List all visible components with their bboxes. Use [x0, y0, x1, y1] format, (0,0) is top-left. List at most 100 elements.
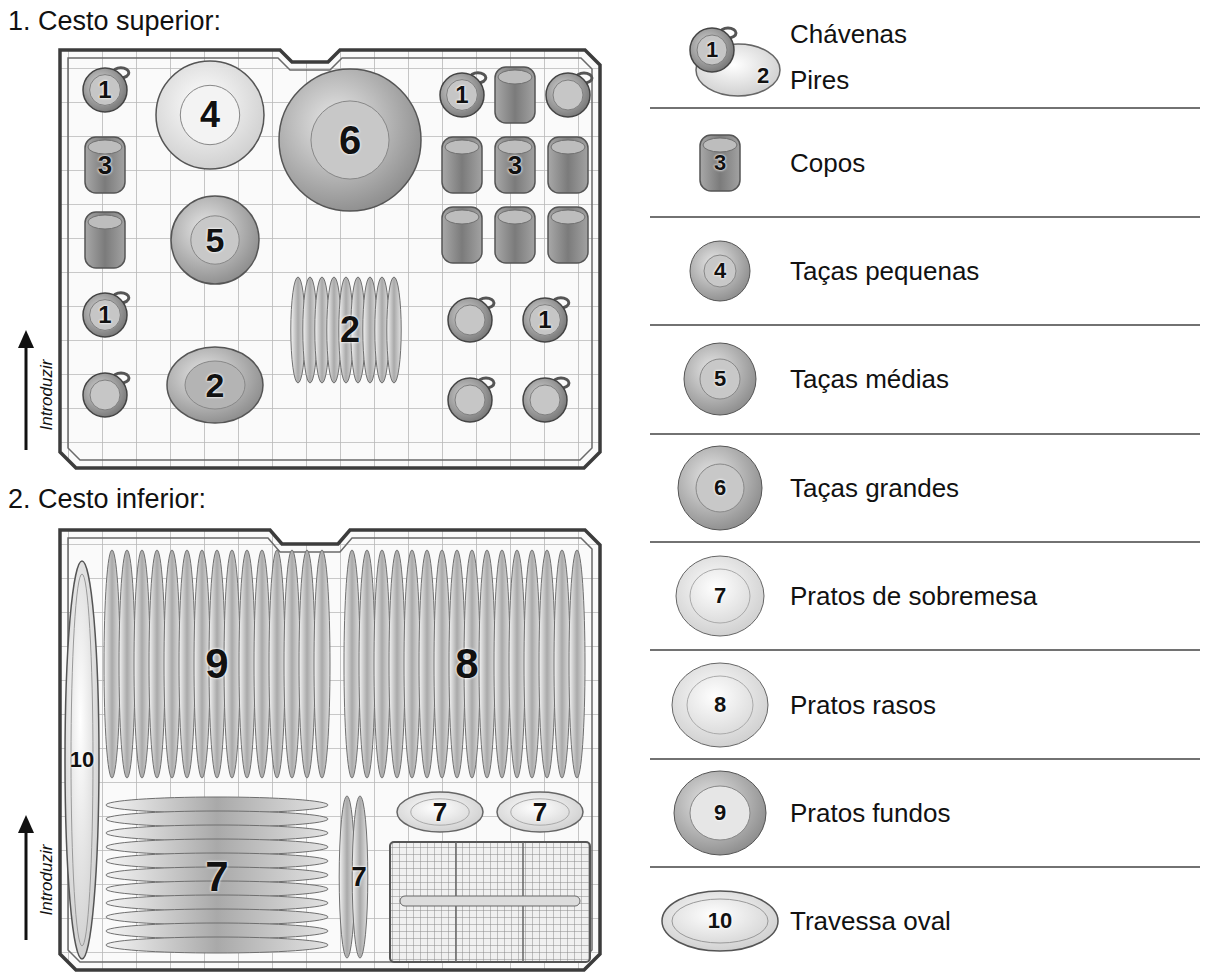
plate-edge: [374, 550, 390, 778]
callout-number: 6: [339, 120, 361, 160]
cup: 1: [434, 67, 490, 123]
platter-icon: [662, 891, 778, 951]
legend-entry: Pratos fundos: [790, 799, 950, 828]
callout-number: 4: [714, 260, 726, 282]
saucer: 2: [165, 345, 265, 425]
legend-entry: Travessa oval: [790, 907, 951, 936]
plate-edge: [314, 550, 330, 778]
bowl-inner: [180, 85, 239, 144]
bowl-inner: [704, 255, 736, 287]
medium-bowl: 5: [169, 194, 261, 286]
cutlery-basket: [390, 842, 590, 962]
small-bowl: 4: [154, 59, 266, 171]
cup: 1: [77, 62, 133, 118]
saucer-rack: 2: [290, 275, 410, 385]
basket-frame: [60, 50, 600, 468]
plate-edge: [106, 937, 328, 953]
legend-entry: Taças pequenas: [790, 257, 979, 286]
callout-number: 7: [533, 799, 547, 825]
callout-number: 8: [714, 694, 726, 716]
basket-frame: [60, 530, 600, 970]
callout-number: 6: [714, 477, 726, 499]
callout-number: 1: [538, 308, 551, 332]
glass: [442, 137, 482, 193]
bowl-body: [279, 69, 421, 211]
plate-edge: [149, 550, 165, 778]
legend-entry: Pratos rasos: [790, 691, 936, 720]
dessert-plates: 7: [104, 797, 330, 957]
cup-body: [523, 298, 567, 342]
bowl-inner: [311, 101, 389, 179]
callout-number: 4: [200, 97, 220, 133]
basket-rail: [68, 538, 592, 962]
glass: [442, 207, 482, 263]
bowl-icon: [690, 241, 750, 301]
insert-arrow: [25, 830, 28, 940]
plate-edge: [119, 550, 135, 778]
soup-plates: 9: [104, 548, 330, 780]
glass: [548, 207, 588, 263]
oval-platter: 10: [64, 560, 100, 960]
cup-body: [83, 68, 127, 112]
callout-number: 7: [714, 585, 726, 607]
callout-number: 2: [757, 65, 769, 87]
callout-number: 8: [455, 643, 478, 685]
dinner-plates: 8: [344, 548, 590, 780]
bowl-body: [171, 196, 259, 284]
platter-body: [65, 561, 99, 959]
callout-number: 3: [508, 152, 522, 178]
plate-edge: [254, 550, 270, 778]
cup-rim: [90, 300, 121, 331]
plate-edge: [352, 796, 368, 958]
plate-edge: [104, 550, 120, 778]
cup: [448, 378, 494, 422]
plate-inner: [511, 799, 570, 825]
bowl-icon: [684, 343, 756, 415]
insert-arrow: [25, 345, 28, 450]
cup: [523, 378, 569, 422]
callout-number: 3: [98, 152, 112, 178]
callout-number: 5: [206, 223, 225, 257]
basket-heading: 2. Cesto inferior:: [8, 484, 206, 515]
glass: [548, 137, 588, 193]
deep-plate-inner: [690, 786, 750, 840]
glass: 3: [491, 135, 539, 195]
legend-entry: Copos: [790, 149, 865, 178]
dessert-plates: 7: [339, 794, 379, 960]
callout-number: 1: [455, 83, 468, 107]
lower-basket: 2. Cesto inferior: 9 8 7 7 10 7 7: [8, 484, 608, 972]
legend-rule: [650, 108, 1200, 867]
platter-inner: [672, 899, 768, 943]
glass: [495, 67, 535, 123]
legend-entry: Taças grandes: [790, 474, 959, 503]
cup: 1: [77, 287, 133, 343]
legend-entry: Pratos de sobremesa: [790, 582, 1037, 611]
cup: 1: [517, 292, 573, 348]
plate-edge: [387, 277, 401, 383]
plate-edge: [569, 550, 585, 778]
callout-number: 10: [708, 910, 732, 932]
plate-edge: [404, 550, 420, 778]
bowl-inner: [696, 464, 744, 512]
plate-edge: [479, 550, 495, 778]
callout-number: 7: [433, 799, 447, 825]
saucer-body: [167, 347, 263, 423]
callout-number: 1: [98, 303, 111, 327]
glass: [495, 207, 535, 263]
plate-edge: [164, 550, 180, 778]
plate-edge: [389, 550, 405, 778]
plate-inner: [411, 799, 470, 825]
basket-heading: 1. Cesto superior:: [8, 6, 221, 37]
bowl-icon: [678, 446, 762, 530]
cup: [546, 73, 592, 117]
plate-body: [397, 792, 483, 832]
cup-icon: [690, 28, 736, 72]
callout-number: 7: [205, 856, 228, 898]
legend-entry: Taças médias: [790, 365, 949, 394]
cup-body: [440, 73, 484, 117]
plate-edge: [359, 550, 375, 778]
legend-entry: Chávenas: [790, 20, 907, 49]
plate-edge: [299, 550, 315, 778]
